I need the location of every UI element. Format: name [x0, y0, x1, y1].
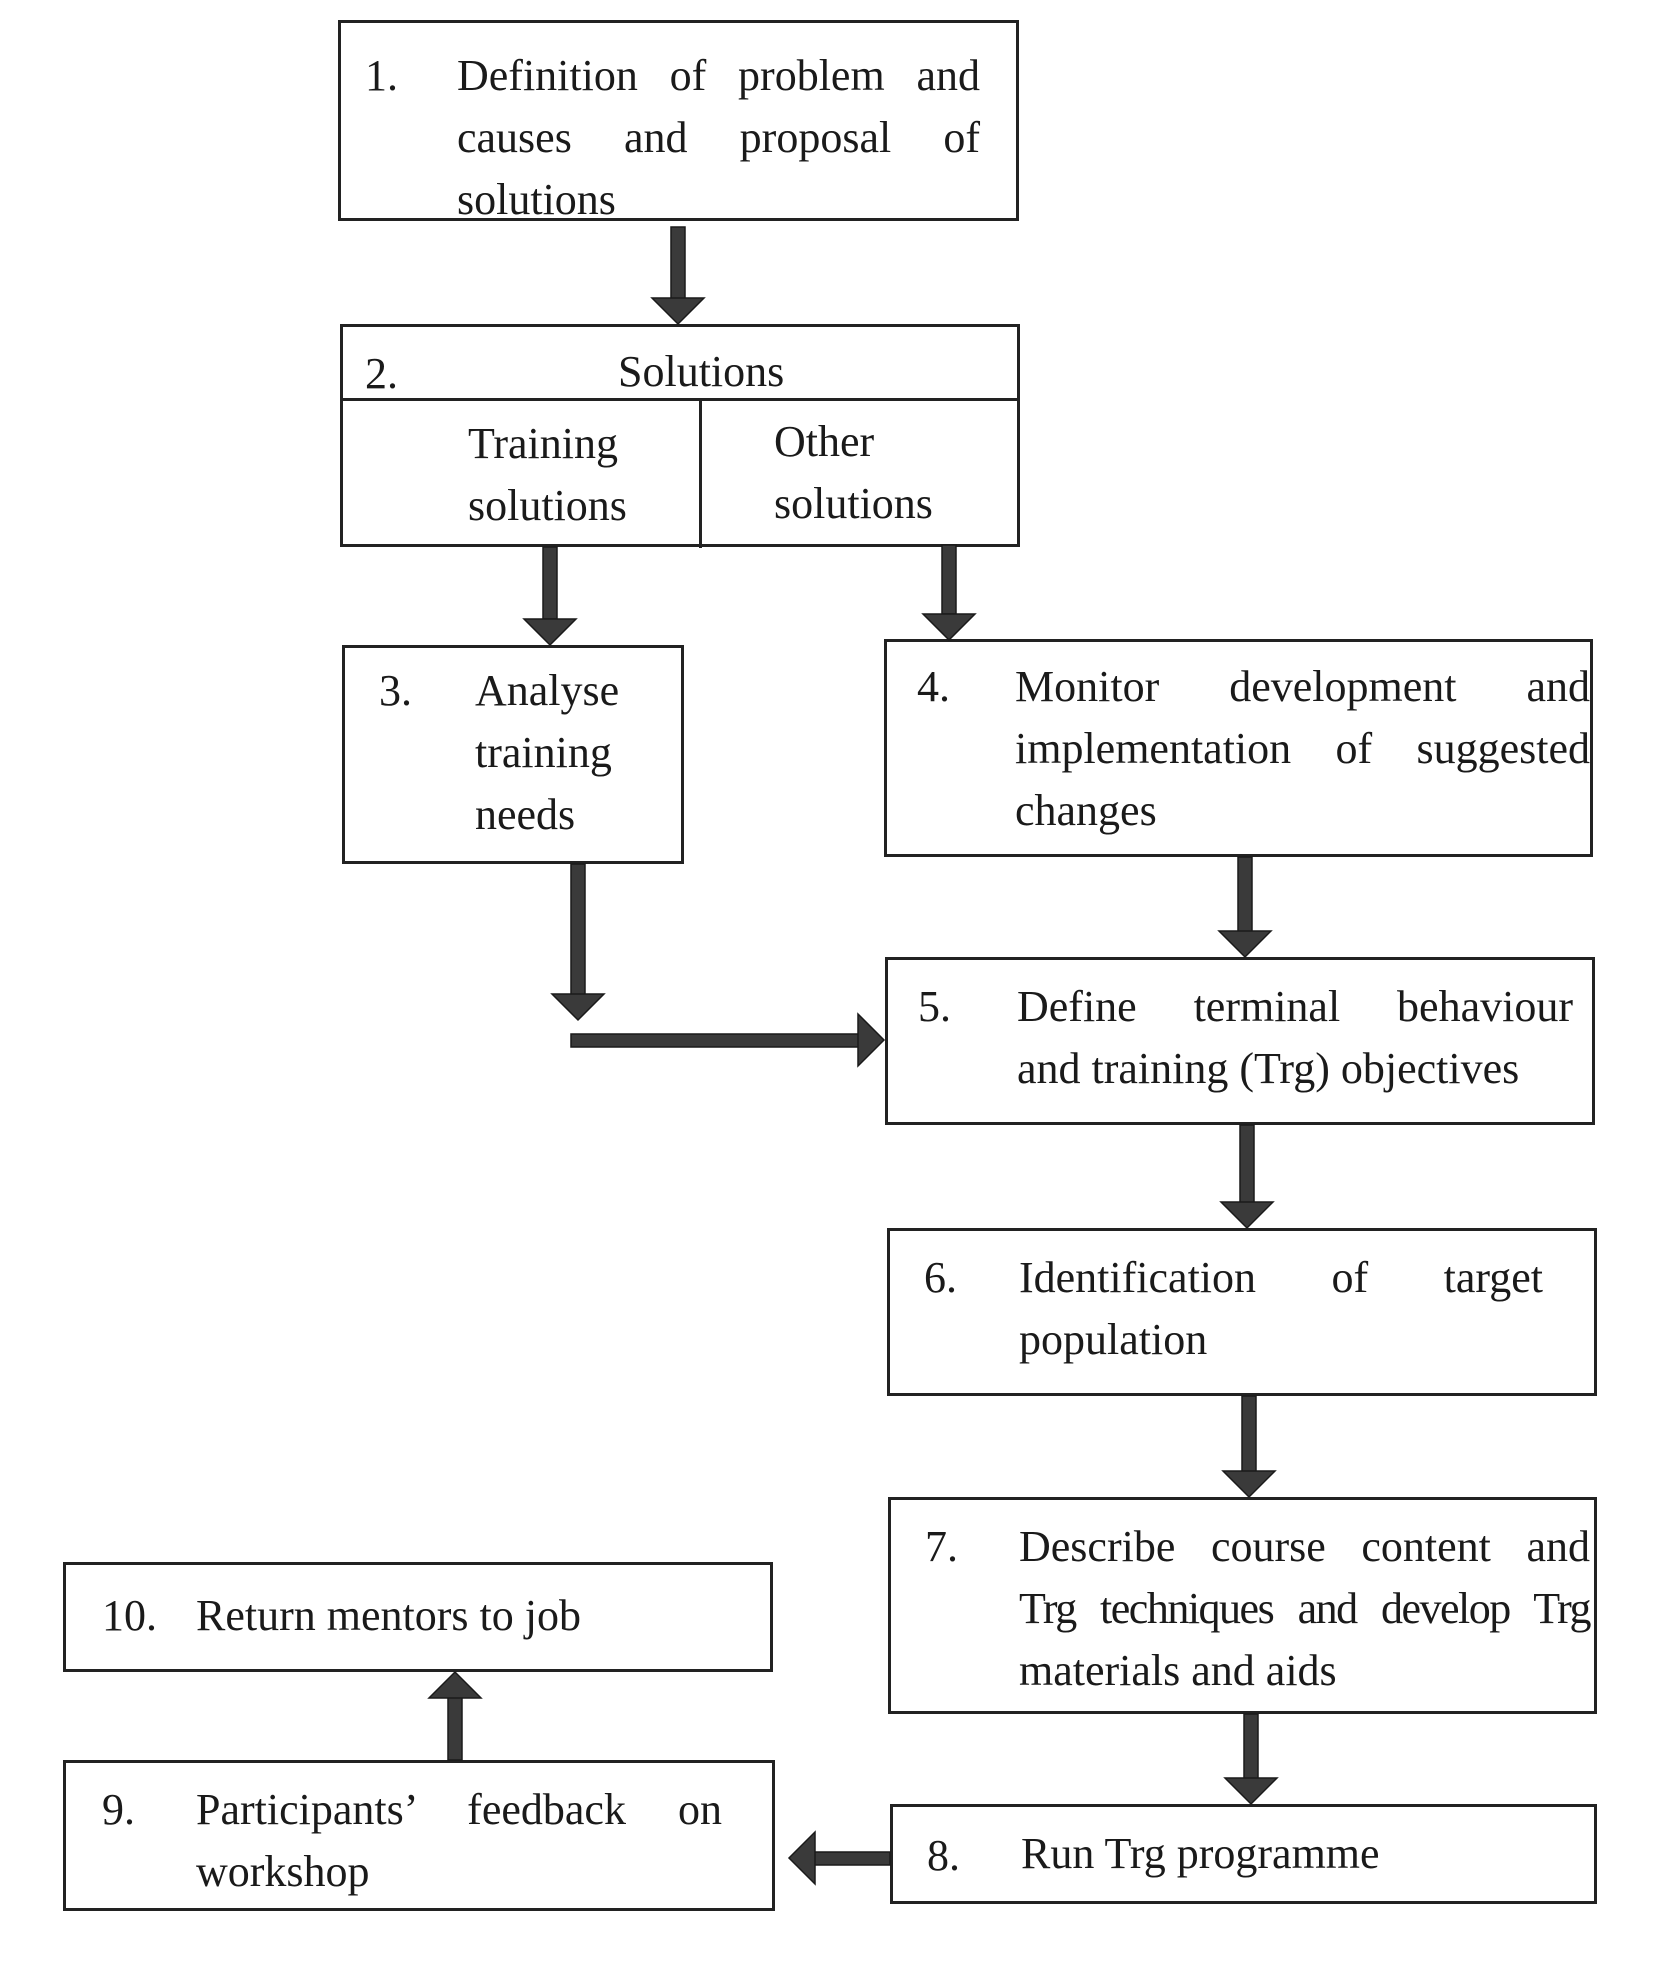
arrow-5-to-6 — [1219, 1124, 1275, 1230]
arrow-2-to-4 — [921, 544, 977, 642]
step-7-line: materials and aids — [1019, 1646, 1337, 1695]
step-1-text: Definition of problem and causes and pro… — [457, 45, 980, 231]
step-8-line: Run Trg programme — [1021, 1829, 1380, 1878]
step-3-line: training — [475, 728, 612, 777]
step-5-text: Define terminal behaviour and training (… — [1017, 976, 1573, 1100]
step-6-line: Identification of target — [1019, 1253, 1543, 1302]
step-1-line: solutions — [457, 175, 616, 224]
step-3-line: needs — [475, 790, 576, 839]
step-4-text: Monitor development and implementation o… — [1015, 656, 1590, 842]
arrow-3-down — [550, 863, 606, 1022]
step-7-line: Trg techniques and develop Trg — [1019, 1584, 1592, 1633]
other-solutions: Other solutions — [774, 411, 933, 535]
arrow-8-to-9 — [787, 1830, 891, 1886]
step-6-text: Identification of target population — [1019, 1247, 1543, 1371]
step-3-box: 3. Analyse training needs — [342, 645, 684, 864]
step-9-line: Participants’ feedback on — [196, 1785, 722, 1834]
step-1-box: 1. Definition of problem and causes and … — [338, 20, 1019, 224]
step-3-text: Analyse training needs — [475, 660, 619, 846]
step-4-number: 4. — [917, 662, 950, 711]
arrow-3-to-5 — [570, 1012, 886, 1068]
step-4-line: Monitor development and — [1015, 662, 1590, 711]
step-3-number: 3. — [379, 666, 412, 715]
step-9-text: Participants’ feedback on workshop — [196, 1779, 722, 1903]
step-7-line: Describe course content and — [1019, 1522, 1590, 1571]
step-8-box: 8. Run Trg programme — [890, 1804, 1597, 1904]
step-9-number: 9. — [102, 1785, 135, 1834]
other-solutions-line: solutions — [774, 479, 933, 528]
step-10-text: Return mentors to job — [196, 1585, 581, 1647]
solutions-title: Solutions — [618, 347, 785, 396]
step-5-line: and training (Trg) objectives — [1017, 1044, 1520, 1093]
solutions-divider — [343, 398, 1017, 401]
step-5-box: 5. Define terminal behaviour and trainin… — [885, 957, 1595, 1125]
step-1-line: causes and proposal of — [457, 113, 980, 162]
training-solutions-line: Training — [468, 419, 618, 468]
step-7-box: 7. Describe course content and Trg techn… — [888, 1497, 1597, 1714]
step-10-box: 10. Return mentors to job — [63, 1562, 773, 1672]
step-1-line: Definition of problem and — [457, 51, 980, 100]
step-8-text: Run Trg programme — [1021, 1823, 1380, 1885]
step-9-line: workshop — [196, 1847, 370, 1896]
step-4-line: implementation of suggested — [1015, 724, 1590, 773]
step-8-number: 8. — [927, 1831, 960, 1880]
arrow-1-to-2 — [650, 226, 706, 326]
step-6-line: population — [1019, 1315, 1208, 1364]
arrow-4-to-5 — [1217, 856, 1273, 959]
arrow-2-to-3 — [522, 546, 578, 647]
step-9-box: 9. Participants’ feedback on workshop — [63, 1760, 775, 1911]
step-4-box: 4. Monitor development and implementatio… — [884, 639, 1593, 857]
training-solutions: Training solutions — [468, 413, 627, 537]
step-3-line: Analyse — [475, 666, 620, 715]
solutions-split — [699, 398, 702, 548]
step-2-box: 2. Solutions Training solutions Other so… — [340, 324, 1020, 548]
other-solutions-line: Other — [774, 417, 875, 466]
step-7-number: 7. — [925, 1522, 958, 1571]
step-6-box: 6. Identification of target population — [887, 1228, 1597, 1396]
step-5-number: 5. — [918, 982, 951, 1031]
arrow-7-to-8 — [1223, 1713, 1279, 1806]
step-10-line: Return mentors to job — [196, 1591, 581, 1640]
arrow-6-to-7 — [1221, 1395, 1277, 1499]
step-2-number: 2. — [365, 349, 398, 398]
step-1-number: 1. — [365, 51, 398, 100]
step-10-number: 10. — [102, 1591, 157, 1640]
step-4-line: changes — [1015, 786, 1157, 835]
arrow-9-to-10 — [427, 1670, 483, 1761]
training-solutions-line: solutions — [468, 481, 627, 530]
step-5-line: Define terminal behaviour — [1017, 982, 1573, 1031]
step-6-number: 6. — [924, 1253, 957, 1302]
step-7-text: Describe course content and Trg techniqu… — [1019, 1516, 1592, 1702]
